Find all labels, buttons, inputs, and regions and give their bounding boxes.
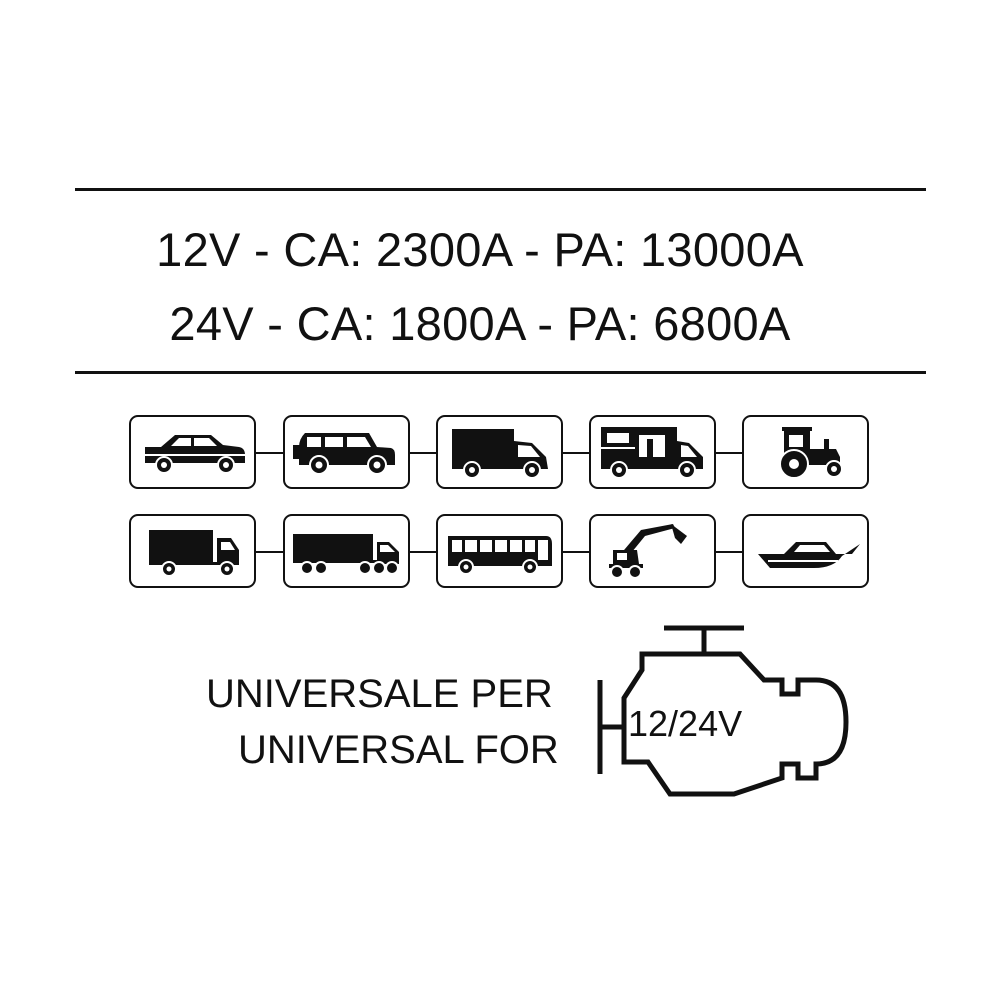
connector-line [716,452,743,454]
vehicle-tile-camper [589,415,716,489]
connector-line [410,452,437,454]
vehicle-tile-van [436,415,563,489]
excavator-icon [609,524,687,579]
tractor-icon [779,427,843,479]
suv-icon [293,433,395,475]
connector-line [563,551,590,553]
vehicle-tile-excavator [589,514,716,588]
connector-line [256,551,284,553]
vehicle-tile-semi-truck [283,514,410,588]
vehicle-tile-car [129,415,256,489]
boat-icon [758,542,860,568]
engine-icon [597,625,849,797]
truck-icon [149,530,239,577]
spec-12v: 12V - CA: 2300A - PA: 13000A [156,223,804,276]
spec-24v: 24V - CA: 1800A - PA: 6800A [169,297,791,350]
vehicle-tile-truck [129,514,256,588]
vehicle-tile-tractor [742,415,869,489]
connector-line [563,452,590,454]
car-icon [145,435,245,474]
universal-label-en: UNIVERSAL FOR [238,728,559,772]
van-icon [452,429,548,479]
vehicle-tile-suv [283,415,410,489]
connector-line [410,551,437,553]
connector-line [716,551,743,553]
vehicle-tile-boat [742,514,869,588]
bottom-divider [75,371,926,374]
bus-icon [448,536,552,575]
top-divider [75,188,926,191]
universal-label-it: UNIVERSALE PER [206,672,553,716]
engine-voltage-label: 12/24V [628,703,743,744]
camper-icon [601,427,703,479]
semi-truck-icon [293,534,399,575]
connector-line [256,452,284,454]
vehicle-tile-bus [436,514,563,588]
